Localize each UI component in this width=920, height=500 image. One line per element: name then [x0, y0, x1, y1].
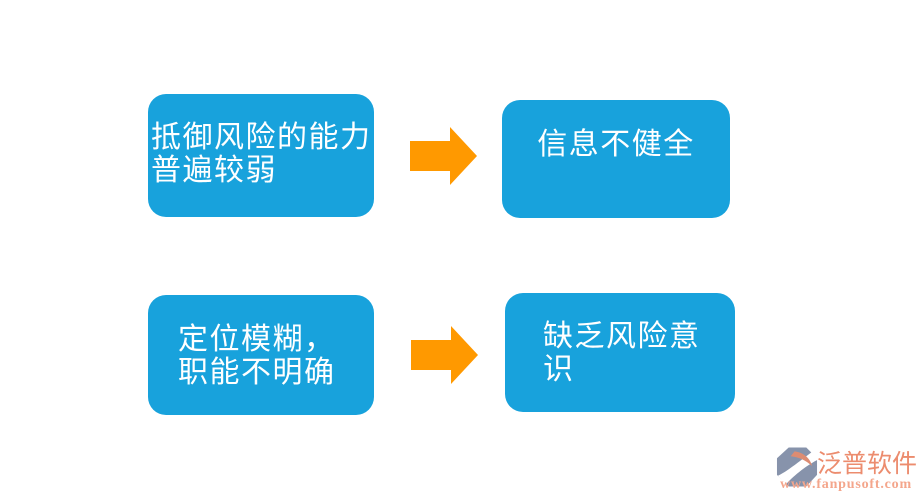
logo-crescent-shape — [790, 451, 813, 467]
box-top-left-line-1: 抵御风险的能力 — [151, 121, 372, 154]
box-top-right: 信息不健全 — [502, 100, 730, 218]
box-top-left-line-2: 普遍较弱 — [151, 154, 277, 187]
brand-url: www.fanpusoft.com — [780, 477, 912, 492]
brand-name: 泛普软件 — [817, 450, 918, 478]
fanpu-logo-icon — [776, 447, 818, 487]
box-bottom-left: 定位模糊， 职能不明确 — [148, 295, 374, 415]
box-top-left: 抵御风险的能力 普遍较弱 — [148, 94, 374, 217]
box-bottom-left-line-2: 职能不明确 — [178, 356, 336, 389]
arrow-right-icon — [410, 127, 477, 185]
box-bottom-right-line-1: 缺乏风险意 — [543, 320, 701, 353]
box-bottom-right: 缺乏风险意 识 — [505, 293, 735, 412]
box-top-right-line-1: 信息不健全 — [537, 128, 695, 161]
box-bottom-right-line-2: 识 — [543, 353, 575, 386]
arrow-right-shape — [411, 326, 478, 384]
box-bottom-left-line-1: 定位模糊， — [178, 323, 336, 356]
arrow-right-shape — [410, 127, 477, 185]
arrow-right-icon — [411, 326, 478, 384]
